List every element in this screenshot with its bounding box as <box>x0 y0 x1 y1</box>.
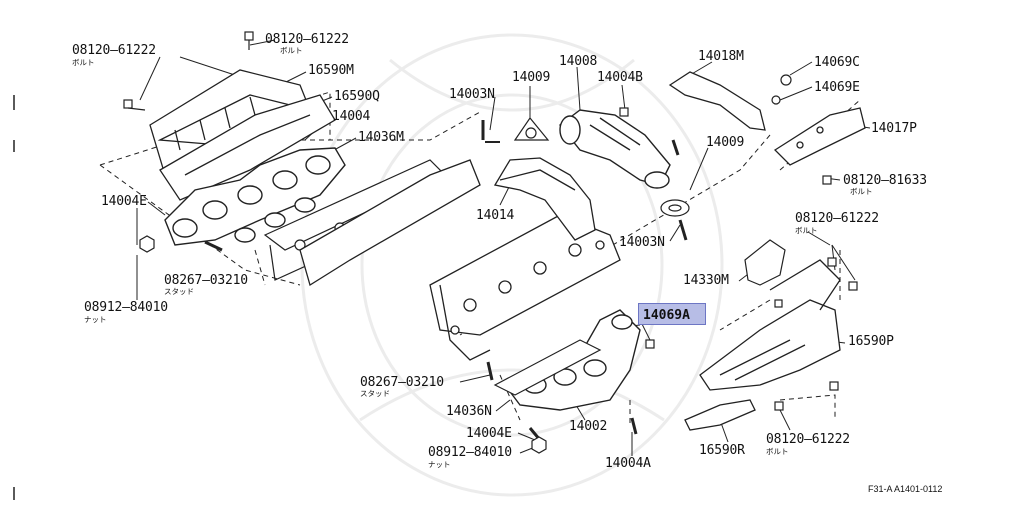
part-label-14036n: 14036N <box>446 404 492 419</box>
bolt-icon <box>774 401 784 411</box>
bolt-icon <box>848 281 858 291</box>
stud-icon <box>204 240 223 252</box>
part-label-14018m: 14018M <box>698 49 744 64</box>
part-label-14009: 14009 <box>512 70 551 85</box>
exhaust-manifold-14004 <box>164 147 346 246</box>
part-label-14036m: 14036M <box>358 130 404 145</box>
bolt-icon <box>829 381 839 391</box>
heat-shield-14330m <box>744 239 786 286</box>
part-label-14330m: 14330M <box>683 273 729 288</box>
part-label-14002: 14002 <box>569 419 608 434</box>
heat-shield-16590r <box>684 399 756 431</box>
part-label-14004: 14004 <box>332 109 371 124</box>
exhaust-pipe-14014 <box>493 157 596 241</box>
part-label-16590q: 16590Q <box>334 89 380 104</box>
part-label-08120-61222: 08120–61222 <box>795 211 879 226</box>
part-label-08120-61222: 08120–61222 <box>72 43 156 58</box>
kana-bolt: ボルト <box>795 226 818 235</box>
part-label-14014: 14014 <box>476 208 515 223</box>
part-label-16590r: 16590R <box>699 443 745 458</box>
fasteners <box>123 31 858 454</box>
bolt-icon <box>827 257 837 267</box>
highlighted-part-14069a[interactable]: 14069A <box>638 303 706 325</box>
catalytic-converter-14008 <box>559 109 671 189</box>
bolt-icon <box>123 99 146 111</box>
gasket-14009-right <box>660 199 690 217</box>
part-label-08912-84010: 08912–84010 <box>84 300 168 315</box>
nut-icon <box>139 235 155 253</box>
kana-bolt: ボルト <box>766 447 789 456</box>
part-label-14003n: 14003N <box>619 235 665 250</box>
part-label-14008: 14008 <box>559 54 598 69</box>
stud-icon <box>630 417 638 435</box>
heat-shield-16590q <box>159 94 336 201</box>
nut-icon <box>531 436 547 454</box>
part-label-14069c: 14069C <box>814 55 860 70</box>
heat-shield-16590p <box>699 259 841 391</box>
bracket-14018m <box>668 71 766 131</box>
part-label-08912-84010: 08912–84010 <box>428 445 512 460</box>
bolt-icon <box>619 107 629 117</box>
highlighted-part-label[interactable]: 14069A <box>643 308 690 323</box>
bolt-icon <box>244 31 254 50</box>
part-label-14004e: 14004E <box>101 194 147 209</box>
stud-icon <box>486 361 494 381</box>
kana-nut: ナット <box>84 315 107 324</box>
part-label-08267-03210: 08267–03210 <box>164 273 248 288</box>
part-label-16590m: 16590M <box>308 63 354 78</box>
part-label-14003n: 14003N <box>449 87 495 102</box>
part-label-14004b: 14004B <box>597 70 643 85</box>
kana-stud: スタッド <box>360 389 390 398</box>
bracket-14017p <box>773 107 866 166</box>
part-label-08120-61222: 08120–61222 <box>766 432 850 447</box>
bolt-icon <box>822 175 832 185</box>
stud-icon <box>671 139 680 156</box>
part-label-14004a: 14004A <box>605 456 651 471</box>
bolt-icon <box>645 339 655 349</box>
gasket-14009-left <box>513 116 550 141</box>
cylinder-head <box>299 159 621 361</box>
part-label-14009: 14009 <box>706 135 745 150</box>
bolt-icon <box>780 74 792 86</box>
part-label-16590p: 16590P <box>848 334 894 349</box>
part-label-14069e: 14069E <box>814 80 860 95</box>
diagram-reference-code: F31-A A1401-0112 <box>868 484 943 494</box>
part-label-08267-03210: 08267–03210 <box>360 375 444 390</box>
gasket-14036n <box>493 339 602 396</box>
watermark-emblem <box>300 33 724 497</box>
part-label-14017p: 14017P <box>871 121 917 136</box>
kana-bolt: ボルト <box>850 187 873 196</box>
kana-stud: スタッド <box>164 287 194 296</box>
part-label-08120-81633: 08120–81633 <box>843 173 927 188</box>
kana-bolt: ボルト <box>72 58 95 67</box>
part-label-14004e: 14004E <box>466 426 512 441</box>
kana-bolt: ボルト <box>280 46 303 55</box>
washer-icon <box>771 95 781 105</box>
bolt-icon <box>774 299 783 308</box>
stud-icon <box>678 219 688 241</box>
part-label-08120-61222: 08120–61222 <box>265 32 349 47</box>
kana-nut: ナット <box>428 460 451 469</box>
